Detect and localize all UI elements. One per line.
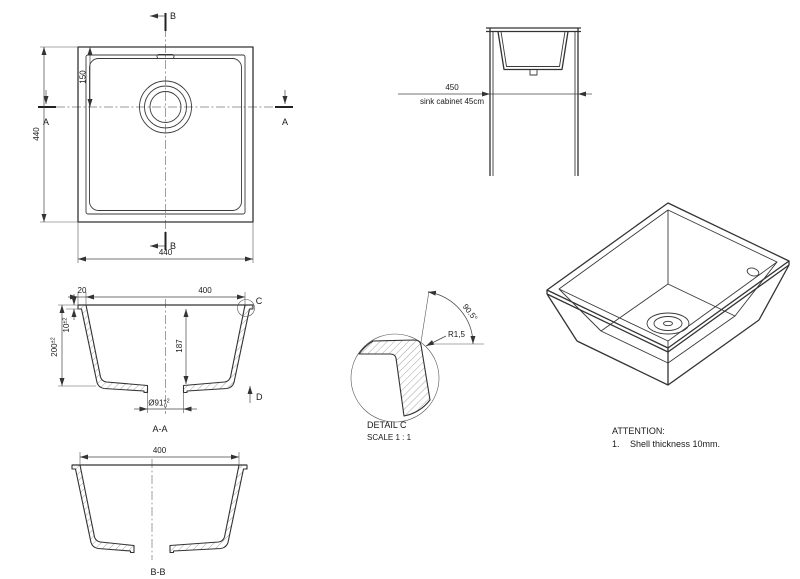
section-label-b-bottom: B [170, 241, 176, 251]
detail-c-title: DETAIL C [367, 420, 407, 430]
drain-flange-ellipse [646, 312, 690, 335]
dim-bowl-depth: 187 [175, 339, 184, 353]
detail-crop-circle [350, 333, 440, 423]
section-marker-b-bottom: B [150, 232, 176, 251]
angle-label: 90.5° [461, 302, 480, 322]
iso-drain [646, 312, 690, 335]
detail-material [358, 339, 431, 417]
drain-ring-ellipse [653, 316, 683, 331]
angle-arc [427, 290, 476, 345]
iso-bowl-corner-edges [558, 210, 778, 363]
detail-c-scale: SCALE 1 : 1 [367, 433, 412, 442]
drain-stub [529, 69, 538, 76]
attention-item-text: Shell thickness 10mm. [630, 439, 720, 449]
dim-overall-width: 440 [159, 248, 173, 257]
direction-marker-d: D [256, 392, 263, 402]
attention-title: ATTENTION: [612, 426, 665, 436]
section-bb-title: B-B [150, 567, 165, 577]
section-marker-a-right: A [275, 90, 293, 127]
dim-drain-offset: 150 [79, 70, 88, 84]
cabinet-sides [489, 28, 579, 176]
extension-lines [40, 46, 254, 263]
angle-extension-line [420, 290, 430, 343]
isometric-view [546, 202, 790, 386]
overflow-slot [156, 54, 175, 59]
detail-c-circle [237, 299, 255, 317]
sink-section-outer [497, 31, 569, 71]
drain-knob-ellipse [663, 320, 673, 327]
drain-hole-circle [149, 91, 182, 123]
dim-bowl-width: 400 [198, 286, 212, 295]
dim-overall-height: 440 [32, 127, 41, 141]
radius-label: R1,5 [448, 330, 465, 339]
sink-outer-edge [77, 46, 254, 223]
attention-item-number: 1. [612, 439, 620, 449]
section-aa-title: A-A [152, 424, 167, 434]
section-marker-b-top: B [150, 11, 176, 31]
plan-view: B B A A 440 440 150 [32, 11, 293, 263]
section-label-a-right: A [282, 117, 288, 127]
dim-shell-thickness: 10±2 [62, 318, 71, 333]
cabinet-label: sink cabinet 45cm [420, 97, 484, 106]
overflow-hole [746, 267, 760, 277]
cabinet-sides-inner [492, 31, 576, 176]
dim-rim-overhang: 20 [78, 286, 87, 295]
iso-flange-edges [546, 261, 790, 353]
sink-section-inner [500, 31, 566, 67]
section-aa-left-wall [77, 304, 149, 394]
attention-note: ATTENTION: 1. Shell thickness 10mm. [612, 426, 720, 449]
radius-leader [425, 335, 447, 347]
section-bb-left-wall [71, 464, 135, 554]
sink-rim-inner-edge [85, 54, 246, 215]
dim-overall-depth: 200±2 [50, 337, 59, 356]
section-marker-a-left: A [38, 90, 56, 127]
dim-bowl-width: 400 [153, 446, 167, 455]
plan-centerlines [56, 28, 276, 242]
detail-c-marker: C [256, 296, 263, 306]
iso-body-taper [546, 264, 790, 386]
section-bb-view: 400 B-B [71, 446, 248, 577]
countertop-lines [486, 27, 581, 33]
dim-cabinet-width: 450 [445, 83, 459, 92]
detail-c-view: 90.5° R1,5 DETAIL C SCALE 1 : 1 [350, 290, 484, 442]
drain-flange-circle [139, 80, 192, 134]
section-bb-right-wall [169, 464, 248, 554]
drain-plan [139, 80, 192, 134]
front-view: 450 sink cabinet 45cm [398, 27, 592, 176]
section-aa-right-wall [182, 304, 254, 394]
section-label-b-top: B [170, 11, 176, 21]
drain-ring-circle [144, 85, 187, 129]
